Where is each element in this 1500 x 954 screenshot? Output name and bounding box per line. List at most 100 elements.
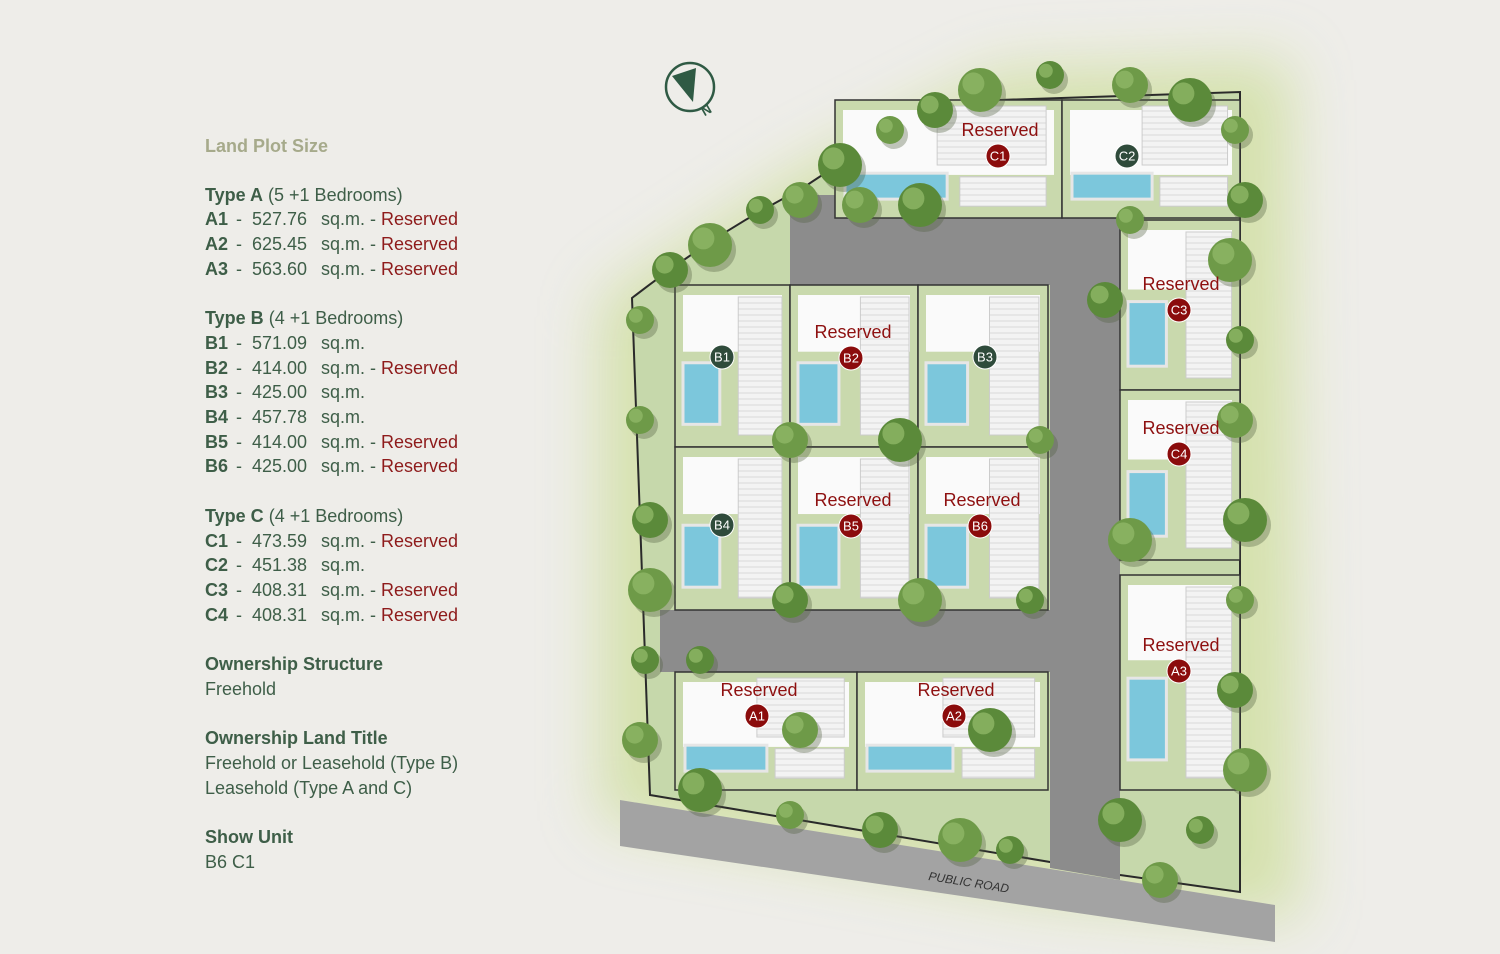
unit-marker-c4[interactable]: C4 — [1166, 441, 1192, 467]
plot-code: A1 — [205, 209, 229, 230]
reserved-label: Reserved — [917, 680, 994, 700]
reserved-status: Reserved — [381, 209, 459, 230]
plot-row: B4 -457.78 sq.m. — [205, 405, 585, 430]
unit-marker-b5[interactable]: B5 — [838, 513, 864, 539]
internal-road — [660, 195, 1120, 880]
unit-marker-a2[interactable]: A2 — [941, 703, 967, 729]
type-name: Type A — [205, 184, 264, 205]
legend-title: Land Plot Size — [205, 136, 329, 156]
unit-marker-c1[interactable]: C1 — [985, 143, 1011, 169]
plot-type-section: Type A (5 +1 Bedrooms)A1 -527.76 sq.m. -… — [205, 183, 585, 282]
tree-icon — [746, 196, 778, 229]
pool — [681, 523, 722, 589]
pool — [1126, 300, 1168, 368]
tree-icon — [1026, 426, 1058, 459]
tree-icon — [1108, 518, 1156, 567]
unit-marker-c2[interactable]: C2 — [1114, 143, 1140, 169]
unit-marker-b3[interactable]: B3 — [972, 344, 998, 370]
tree-icon — [772, 582, 812, 623]
unit-code: C2 — [1119, 149, 1136, 164]
type-name: Type C — [205, 505, 264, 526]
tree-icon — [686, 646, 718, 679]
plot-row: C1 -473.59 sq.m. - Reserved — [205, 529, 585, 554]
unit-marker-a3[interactable]: A3 — [1166, 658, 1192, 684]
plot-unit: sq.m. — [321, 604, 366, 625]
pool — [681, 361, 722, 426]
tree-icon — [938, 818, 986, 867]
plot-size: 408.31 — [252, 604, 308, 625]
plot-type-section: Type C (4 +1 Bedrooms) C1 -473.59 sq.m. -… — [205, 504, 585, 628]
tree-icon — [631, 646, 663, 679]
plot-c2[interactable] — [1061, 99, 1241, 219]
plot-row: C3 -408.31 sq.m. - Reserved — [205, 578, 585, 603]
tree-icon — [1142, 862, 1182, 903]
plot-size: 571.09 — [252, 332, 308, 353]
tree-icon — [782, 182, 822, 223]
unit-marker-b6[interactable]: B6 — [967, 513, 993, 539]
tree-icon — [776, 801, 808, 834]
unit-marker-a1[interactable]: A1 — [744, 703, 770, 729]
reserved-status: Reserved — [381, 530, 459, 551]
plot-unit: sq.m. — [321, 258, 366, 279]
tree-icon — [898, 183, 946, 232]
tree-icon — [1098, 798, 1146, 847]
reserved-status: Reserved — [381, 456, 459, 477]
unit-marker-c3[interactable]: C3 — [1166, 297, 1192, 323]
plot-size: 457.78 — [252, 407, 308, 428]
unit-code: A3 — [1171, 664, 1187, 679]
type-desc: (4 +1 Bedrooms) — [268, 505, 404, 526]
pool — [1126, 676, 1168, 762]
section-heading: Ownership Structure — [205, 654, 384, 675]
tree-icon — [1087, 282, 1127, 323]
tree-icon — [1112, 67, 1152, 108]
tree-icon — [1186, 816, 1218, 849]
unit-code: B1 — [714, 350, 730, 365]
public-road — [620, 800, 1275, 942]
reserved-label: Reserved — [961, 120, 1038, 140]
plot-size: 414.00 — [252, 431, 308, 452]
unit-code: B2 — [843, 351, 859, 366]
plot-size: 451.38 — [252, 555, 308, 576]
section-line: B6 C1 — [205, 851, 256, 872]
plot-unit: sq.m. — [321, 579, 366, 600]
unit-marker-b2[interactable]: B2 — [838, 345, 864, 371]
tree-icon — [1168, 78, 1216, 127]
plot-size: 527.76 — [252, 209, 308, 230]
type-desc: (4 +1 Bedrooms) — [268, 308, 404, 329]
tree-icon — [652, 252, 692, 293]
tree-icon — [632, 502, 672, 543]
reserved-label: Reserved — [1142, 635, 1219, 655]
plot-row: B2 -414.00 sq.m. - Reserved — [205, 356, 585, 381]
plot-a2[interactable] — [856, 671, 1049, 791]
tree-icon — [1223, 498, 1271, 547]
pool — [924, 523, 970, 589]
tree-icon — [1217, 402, 1257, 443]
tree-icon — [862, 812, 902, 853]
tree-icon — [968, 708, 1016, 757]
tree-icon — [958, 68, 1006, 117]
plot-unit: sq.m. — [321, 357, 366, 378]
tree-icon — [622, 722, 662, 763]
unit-code: C1 — [990, 149, 1007, 164]
plot-row: A1 -527.76 sq.m. - Reserved — [205, 207, 585, 232]
plot-unit: sq.m. — [321, 555, 366, 576]
reserved-label: Reserved — [1142, 274, 1219, 294]
pool — [1070, 171, 1154, 201]
plot-unit: sq.m. — [321, 382, 366, 403]
plot-row: B3 -425.00 sq.m. — [205, 380, 585, 405]
reserved-status: Reserved — [381, 431, 459, 452]
plot-b1[interactable] — [674, 284, 791, 448]
tree-icon — [1226, 326, 1258, 359]
plot-type-section: Type B (4 +1 Bedrooms)B1 -571.09 sq.m.B2… — [205, 306, 585, 479]
unit-marker-b4[interactable]: B4 — [709, 512, 735, 538]
reserved-status: Reserved — [381, 357, 459, 378]
plot-row: C4 -408.31 sq.m. - Reserved — [205, 603, 585, 628]
plot-code: C3 — [205, 579, 229, 600]
plot-size: 408.31 — [252, 579, 308, 600]
tree-icon — [626, 306, 658, 339]
tree-icon — [898, 578, 946, 627]
plot-row: B1 -571.09 sq.m. — [205, 331, 585, 356]
unit-marker-b1[interactable]: B1 — [709, 344, 735, 370]
